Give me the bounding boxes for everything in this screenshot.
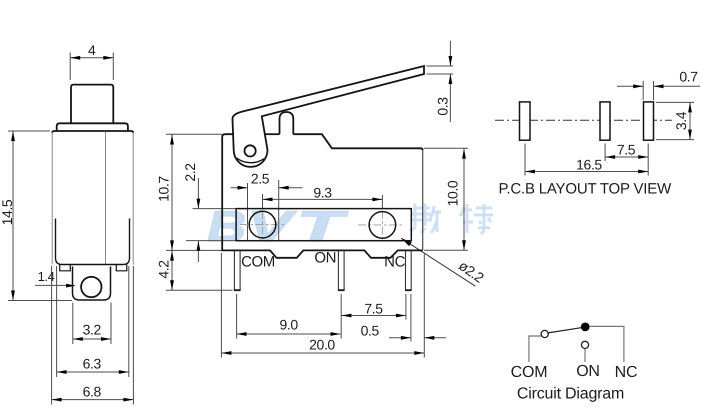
svg-text:2.2: 2.2 bbox=[182, 163, 198, 182]
svg-text:Circuit Diagram: Circuit Diagram bbox=[517, 386, 624, 403]
svg-text:B: B bbox=[207, 203, 246, 251]
svg-text:ø2.2: ø2.2 bbox=[456, 257, 487, 286]
svg-text:10.7: 10.7 bbox=[155, 176, 171, 202]
svg-text:14.5: 14.5 bbox=[0, 199, 15, 225]
svg-text:6.3: 6.3 bbox=[83, 356, 102, 372]
svg-text:20.0: 20.0 bbox=[309, 337, 335, 353]
svg-text:10.0: 10.0 bbox=[445, 180, 461, 206]
svg-text:NC: NC bbox=[384, 254, 405, 271]
svg-text:6.8: 6.8 bbox=[83, 384, 102, 400]
svg-text:7.5: 7.5 bbox=[617, 142, 636, 158]
svg-text:ON: ON bbox=[576, 363, 600, 380]
svg-text:1.4: 1.4 bbox=[38, 269, 55, 284]
svg-text:ON: ON bbox=[314, 250, 336, 267]
svg-text:COM: COM bbox=[511, 364, 548, 381]
svg-text:16.5: 16.5 bbox=[576, 157, 602, 173]
svg-text:0.7: 0.7 bbox=[679, 69, 698, 85]
svg-text:7.5: 7.5 bbox=[364, 301, 383, 317]
svg-text:9.0: 9.0 bbox=[279, 317, 298, 333]
svg-text:4.2: 4.2 bbox=[155, 260, 171, 279]
svg-text:3.2: 3.2 bbox=[83, 322, 102, 338]
svg-text:NC: NC bbox=[615, 364, 638, 381]
svg-text:4: 4 bbox=[88, 42, 96, 58]
svg-text:2.5: 2.5 bbox=[251, 171, 270, 187]
svg-text:3.4: 3.4 bbox=[673, 111, 689, 130]
svg-text:COM: COM bbox=[241, 254, 275, 271]
svg-text:0.5: 0.5 bbox=[361, 322, 380, 338]
svg-text:V: V bbox=[247, 203, 297, 251]
svg-text:9.3: 9.3 bbox=[313, 185, 332, 201]
svg-text:T: T bbox=[297, 203, 350, 251]
svg-text:0.3: 0.3 bbox=[435, 97, 451, 116]
svg-text:P.C.B LAYOUT TOP VIEW: P.C.B LAYOUT TOP VIEW bbox=[499, 181, 673, 198]
